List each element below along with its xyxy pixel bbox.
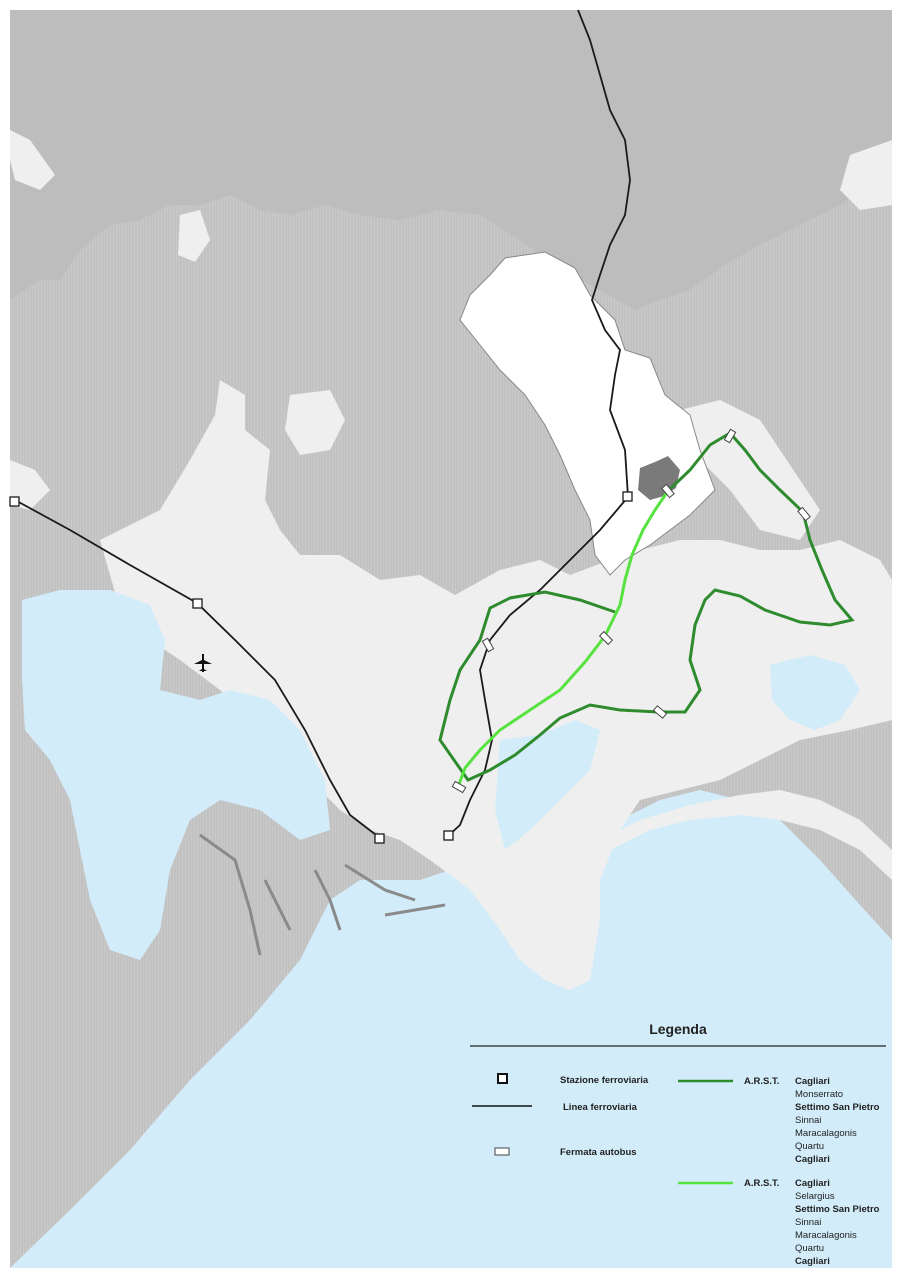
bus-stop-marker[interactable]	[661, 483, 675, 499]
bus-stops	[451, 428, 811, 794]
bus-stop-marker[interactable]	[652, 705, 668, 719]
bus-stop-marker[interactable]	[723, 428, 737, 444]
lagoon-molentargius	[495, 720, 600, 850]
railway-lines	[14, 9, 631, 839]
legend-route-operator: A.R.S.T.	[744, 1076, 779, 1087]
legend-railway-label: Linea ferroviaria	[563, 1102, 638, 1113]
legend: Legenda Stazione ferroviaria Linea ferro…	[470, 1021, 886, 1267]
lowland-area	[100, 380, 892, 990]
bus-stop-marker[interactable]	[481, 637, 495, 653]
airport-icon	[194, 654, 212, 672]
legend-bus-stop-symbol	[494, 1147, 510, 1156]
route-stop-name: Settimo San Pietro	[795, 1204, 880, 1215]
route-stop-name: Quartu	[795, 1141, 824, 1152]
lowland-area-n	[178, 210, 210, 262]
station-marker[interactable]	[443, 830, 454, 841]
pond-east	[770, 655, 860, 730]
mountains-area	[10, 10, 892, 310]
lowland-area-nw	[10, 130, 55, 190]
route-stop-name: Monserrato	[795, 1089, 843, 1100]
route-stop-name: Quartu	[795, 1243, 824, 1254]
route-stop-name: Sinnai	[795, 1115, 821, 1126]
route-stop-name: Sinnai	[795, 1217, 821, 1228]
lagoon-west	[22, 590, 330, 960]
station-marker[interactable]	[192, 598, 203, 609]
route-stop-name: Selargius	[795, 1191, 835, 1202]
route-stop-name: Settimo San Pietro	[795, 1102, 880, 1113]
railway-west	[14, 499, 381, 839]
legend-station-label: Stazione ferroviaria	[560, 1075, 649, 1086]
bus-stop-marker[interactable]	[797, 506, 811, 522]
bus-stop-marker[interactable]	[451, 780, 467, 794]
route-stop-name: Cagliari	[795, 1178, 830, 1189]
station-marker[interactable]	[622, 491, 633, 502]
legend-station-symbol	[497, 1073, 508, 1084]
route-stop-name: Maracalagonis	[795, 1230, 857, 1241]
railway-stations	[9, 491, 633, 844]
route-stop-name: Maracalagonis	[795, 1128, 857, 1139]
lowland-area-ne	[840, 140, 892, 210]
lowland-area-north	[285, 390, 345, 455]
station-marker[interactable]	[9, 496, 20, 507]
station-marker[interactable]	[374, 833, 385, 844]
port-piers	[199, 833, 446, 956]
route-stop-name: Cagliari	[795, 1256, 830, 1267]
route-stop-name: Cagliari	[795, 1076, 830, 1087]
lowland-area-west	[10, 460, 50, 510]
coastline-east	[570, 790, 892, 900]
bus-route-light	[456, 490, 670, 788]
bus-stop-marker[interactable]	[598, 630, 614, 646]
bus-route-dark	[438, 431, 855, 782]
legend-title: Legenda	[649, 1021, 707, 1037]
route-stop-name: Cagliari	[795, 1154, 830, 1165]
railway-north	[447, 9, 631, 837]
legend-bus-stop-label: Fermata autobus	[560, 1147, 637, 1158]
legend-route-operator: A.R.S.T.	[744, 1178, 779, 1189]
lowland-area-east	[680, 400, 820, 540]
